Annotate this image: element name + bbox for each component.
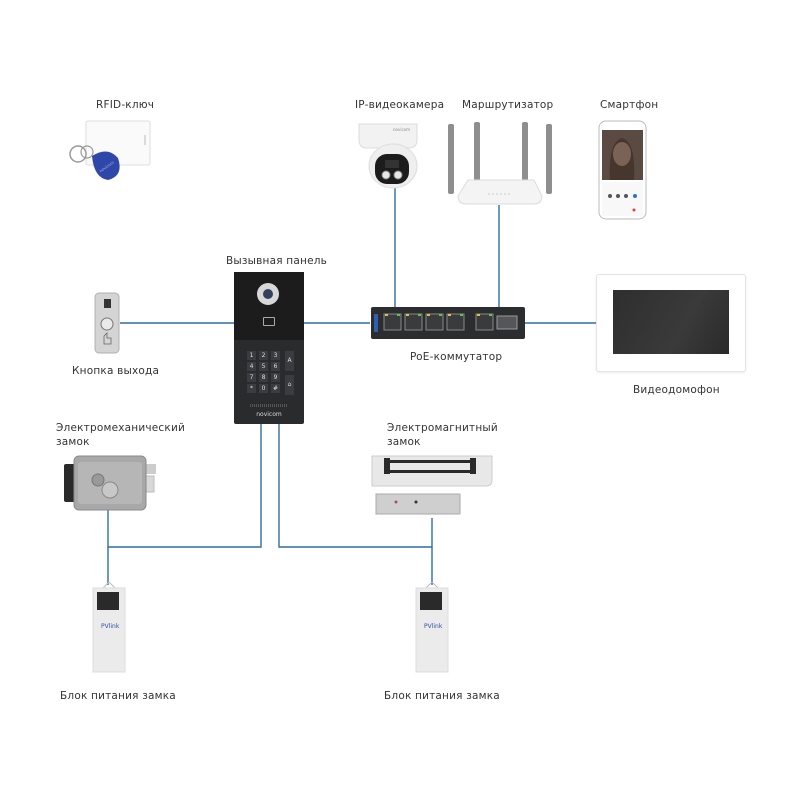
keypad-key[interactable]: 5: [259, 362, 268, 371]
port-led: [489, 314, 492, 316]
keypad-key[interactable]: 3: [271, 351, 280, 360]
card-reader-icon: [263, 317, 275, 326]
key-bell[interactable]: ⌂: [285, 375, 294, 395]
smartphone-icon: [598, 120, 647, 220]
keypad-key[interactable]: 8: [259, 373, 268, 382]
sfp-port: [496, 315, 518, 330]
exit-button-label: Кнопка выхода: [72, 365, 160, 377]
poe-switch-label: PoE-коммутатор: [410, 351, 503, 363]
psu-left-brand: PVlink: [101, 623, 120, 630]
exit-button-icon[interactable]: [94, 292, 120, 354]
port-led: [406, 314, 409, 316]
psu-right-brand: PVlink: [424, 623, 443, 630]
keypad-key[interactable]: 4: [247, 362, 256, 371]
camera-lens-icon: [257, 283, 279, 305]
psu-right-icon: PVlink: [415, 582, 449, 673]
electromagnetic-lock-icon: [371, 455, 493, 515]
ethernet-port: [475, 313, 494, 331]
smartphone-label: Смартфон: [600, 99, 659, 111]
keypad-key[interactable]: 2: [259, 351, 268, 360]
wire-panel-to-em-lock: [107, 424, 262, 548]
em-lock-label-line1: Электромеханический: [56, 422, 185, 434]
router-label: Маршрутизатор: [462, 99, 554, 111]
camera-brand: novicom: [393, 127, 410, 132]
port-led: [385, 314, 388, 316]
ip-camera-icon: novicom: [358, 123, 418, 189]
keypad-key[interactable]: 6: [271, 362, 280, 371]
psu-left-icon: PVlink: [92, 582, 126, 673]
psu-left-label: Блок питания замка: [60, 690, 176, 702]
psu-right-label: Блок питания замка: [384, 690, 500, 702]
keypad-key[interactable]: 1: [247, 351, 256, 360]
electromechanical-lock-icon: [64, 455, 156, 511]
ethernet-port: [425, 313, 444, 331]
port-led: [460, 314, 463, 316]
em-lock-label-line2: замок: [56, 436, 90, 448]
key-a[interactable]: A: [285, 351, 294, 371]
port-led: [427, 314, 430, 316]
port-led: [448, 314, 451, 316]
keypad-key[interactable]: *: [247, 384, 256, 393]
router-icon: [448, 122, 552, 205]
keypad-key[interactable]: 7: [247, 373, 256, 382]
poe-switch-icon[interactable]: [370, 306, 526, 340]
port-led: [477, 314, 480, 316]
wire-panel-to-mag-lock: [278, 424, 433, 548]
rfid-key-icon: novicom: [69, 120, 151, 180]
port-led: [397, 314, 400, 316]
monitor-screen: [613, 290, 729, 354]
camera-label: IP-видеокамера: [355, 99, 445, 111]
mag-lock-label-line1: Электромагнитный: [387, 422, 498, 434]
call-panel-label: Вызывная панель: [226, 255, 328, 267]
ethernet-port: [404, 313, 423, 331]
keypad-key[interactable]: #: [271, 384, 280, 393]
mag-lock-label-line2: замок: [387, 436, 421, 448]
port-led: [418, 314, 421, 316]
speaker-grille: [250, 404, 288, 407]
port-led: [439, 314, 442, 316]
video-intercom-label: Видеодомофон: [633, 384, 720, 396]
keypad-key[interactable]: 0: [259, 384, 268, 393]
call-panel-brand: novicom: [256, 411, 282, 418]
ethernet-port: [383, 313, 402, 331]
video-intercom[interactable]: [596, 274, 746, 372]
keypad-key[interactable]: 9: [271, 373, 280, 382]
ethernet-port: [446, 313, 465, 331]
rfid-label: RFID-ключ: [96, 99, 155, 111]
